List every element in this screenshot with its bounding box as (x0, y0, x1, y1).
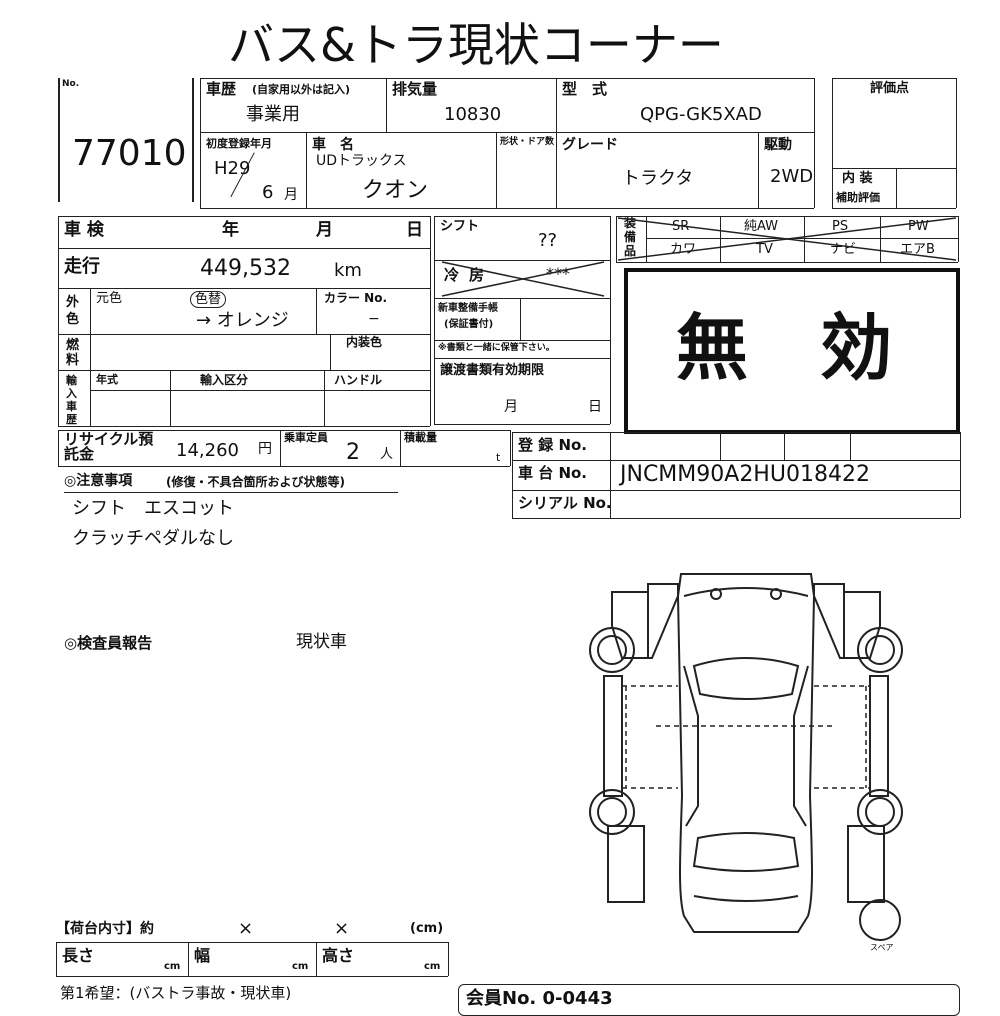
first-reg-month: 6 (262, 182, 274, 203)
cargo-height-unit: cm (424, 961, 441, 972)
equip-airbag: エアB (900, 242, 935, 257)
recycle-label: リサイクル預託金 (64, 430, 154, 463)
import-year-label: 年式 (96, 373, 118, 386)
displacement-value: 10830 (444, 104, 502, 125)
inspection-day: 日 (406, 220, 423, 240)
manual-label: 新車整備手帳 (438, 303, 498, 314)
lot-number: 77010 (72, 133, 187, 174)
drive-value: 2WD (770, 166, 814, 187)
lot-bracket (58, 78, 194, 202)
handle-label: ハンドル (334, 373, 383, 387)
recycle-value: 14,260 (176, 440, 239, 461)
shift-label: シフト (440, 219, 480, 234)
displacement-label: 排気量 (392, 80, 438, 98)
car-maker: UDトラックス (316, 153, 407, 169)
history-label: 車歴 (206, 80, 237, 98)
serial-label: シリアル No. (518, 494, 612, 512)
inspection-month: 月 (316, 220, 333, 240)
mileage-label: 走行 (64, 256, 100, 277)
cargo-length-label: 長さ (62, 946, 95, 965)
mileage-unit: km (334, 260, 362, 281)
equipment-strike (617, 217, 957, 261)
inspector-value: 現状車 (296, 632, 347, 652)
model-value: QPG-GK5XAD (640, 104, 762, 125)
notes-line-2: クラッチペダルなし (72, 528, 234, 549)
car-name: クオン (362, 178, 429, 203)
cargo-width-unit: cm (292, 961, 309, 972)
import-category-label: 輸入区分 (200, 373, 249, 387)
manual-note: ※書類と一緒に保管下さい。 (438, 343, 555, 353)
score-label: 評価点 (870, 81, 910, 96)
inspection-year: 年 (222, 220, 239, 240)
history-value: 事業用 (246, 104, 300, 125)
car-name-label: 車 名 (312, 137, 354, 153)
grade-value: トラクタ (622, 168, 694, 189)
cargo-x2: × (334, 918, 350, 939)
first-reg-label: 初度登録年月 (206, 137, 272, 150)
fuel-label: 燃料 (66, 338, 80, 368)
member-box (458, 984, 960, 1016)
cargo-x1: × (238, 918, 254, 939)
recycle-unit: 円 (258, 441, 272, 457)
manual-sub: (保証書付) (444, 319, 494, 330)
chassis-label: 車 台 No. (518, 464, 588, 482)
inspector-label: ◎検査員報告 (64, 634, 153, 652)
aircon-label: 冷房 (444, 266, 495, 284)
registration-label: 登 録 No. (518, 436, 588, 454)
interior-score-label: 内 装 (842, 171, 873, 186)
vehicle-diagram (589, 573, 903, 941)
interior-color-label: 内装色 (346, 335, 383, 349)
notes-label: ◎注意事項 (64, 473, 133, 489)
model-label: 型 式 (562, 80, 608, 98)
equip-aw: 純AW (744, 219, 779, 234)
color-code-value: − (368, 311, 380, 327)
first-reg-era: H29 (214, 158, 251, 179)
lot-label: No. (62, 79, 80, 89)
equip-tv: TV (756, 242, 773, 257)
cargo-height-label: 高さ (322, 946, 355, 965)
color-label: 外色 (66, 295, 80, 327)
aircon-value: *** (546, 264, 570, 283)
shape-label: 形状・ドア数 (500, 137, 555, 147)
wish-text: 第1希望：(バストラ事故・現状車) (60, 984, 292, 1002)
changed-color-label: 色替 (190, 291, 227, 308)
color-value: → オレンジ (196, 310, 289, 331)
invalid-stamp: 無 効 (676, 306, 893, 390)
grade-label: グレード (562, 137, 618, 153)
aircon-strike (441, 261, 605, 297)
cargo-label: 【荷台内寸】約 (56, 921, 154, 937)
cargo-length-unit: cm (164, 961, 181, 972)
transfer-month: 月 (504, 399, 518, 415)
inspection-label: 車 検 (64, 220, 104, 240)
capacity-unit: 人 (380, 447, 394, 462)
color-code-label: カラー No. (324, 291, 388, 305)
first-reg-month-unit: 月 (284, 187, 298, 203)
spare-label: スペア (870, 943, 894, 952)
history-note: (自家用以外は記入) (252, 83, 351, 96)
cargo-width-label: 幅 (194, 946, 211, 965)
page-title: バス&トラ現状コーナー (228, 18, 724, 72)
chassis-value: JNCMM90A2HU018422 (620, 462, 870, 487)
orig-color-label: 元色 (96, 291, 123, 306)
sub-score-label: 補助評価 (836, 191, 880, 204)
notes-sub: (修復・不具合箇所および状態等) (166, 475, 345, 489)
transfer-day: 日 (588, 399, 602, 415)
load-unit: t (496, 451, 501, 464)
shift-value: ?? (538, 230, 558, 251)
capacity-value: 2 (346, 440, 360, 465)
import-label: 輸入車歴 (66, 374, 77, 426)
cargo-unit: (cm) (410, 921, 444, 936)
transfer-label: 譲渡書類有効期限 (440, 363, 545, 378)
equip-ps: PS (832, 219, 849, 234)
notes-line-1: シフト エスコット (72, 498, 234, 519)
capacity-label: 乗車定員 (284, 431, 328, 444)
drive-label: 駆動 (764, 137, 792, 153)
mileage-value: 449,532 (200, 256, 291, 281)
load-label: 積載量 (404, 431, 437, 444)
